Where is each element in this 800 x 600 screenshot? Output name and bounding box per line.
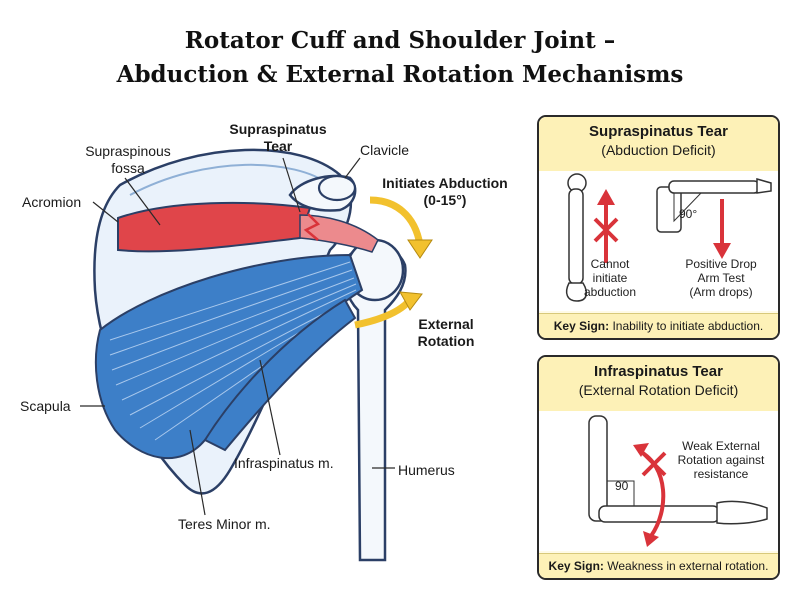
label-infraspinatus: Infraspinatus m. <box>234 455 334 471</box>
angle-mark <box>607 480 635 506</box>
label-clavicle: Clavicle <box>360 142 410 158</box>
upper-arm-bone <box>588 415 608 522</box>
rotation-arrowhead-top <box>633 443 649 457</box>
supraspinatus-tear-panel: Supraspinatus Tear (Abduction Deficit) 9… <box>537 115 780 340</box>
x-mark-b <box>641 451 667 477</box>
abduction-arrowhead <box>407 239 433 259</box>
infraspinatus-panel-body: 90 Weak External Rotation against resist… <box>539 411 778 551</box>
supraspinatus-panel-header: Supraspinatus Tear (Abduction Deficit) <box>539 117 778 171</box>
supraspinatus-panel-illustration <box>565 173 772 302</box>
label-initiates-abduction-line2: (0-15°) <box>423 192 467 208</box>
left-caption-line3: abduction <box>583 285 637 299</box>
supraspinatus-right-caption: Positive Drop Arm Test (Arm drops) <box>669 257 773 299</box>
supraspinatus-key-label: Key Sign: <box>553 319 610 333</box>
right-caption-line2: Arm Test <box>697 271 745 285</box>
rotation-arrowhead-bottom <box>643 531 659 547</box>
scapula-inner-outline <box>129 163 331 196</box>
label-scapula: Scapula <box>20 398 71 414</box>
infraspinatus-angle-label: 90 <box>615 479 629 493</box>
infraspinatus-key-label: Key Sign: <box>548 559 604 573</box>
right-arm-horizontal <box>668 180 760 194</box>
label-external-rotation-line1: External <box>418 316 474 332</box>
label-supraspinous-fossa: Supraspinous fossa <box>80 143 176 177</box>
clavicle-end <box>317 174 357 202</box>
infraspinatus-caption: Weak External Rotation against resistanc… <box>671 439 771 481</box>
label-supraspinatus-tear-line1: Supraspinatus <box>229 121 327 137</box>
external-rotation-arrowhead <box>399 291 423 311</box>
infraspinatus-panel-title: Infraspinatus Tear <box>594 363 723 380</box>
left-hand <box>565 282 588 302</box>
left-caption-line1: Cannot <box>590 257 630 271</box>
right-angle-mark <box>673 192 702 223</box>
infraspinatus-key-text: Weakness in external rotation. <box>607 559 769 573</box>
label-humerus: Humerus <box>398 462 455 478</box>
abduction-arrow <box>369 196 424 246</box>
supraspinatus-panel-subtitle: (Abduction Deficit) <box>601 142 716 158</box>
up-arrow-head <box>597 189 615 205</box>
infraspinatus-fibers <box>109 261 357 441</box>
infraspinatus-panel-subtitle: (External Rotation Deficit) <box>578 382 739 398</box>
supraspinatus-left-caption: Cannot initiate abduction <box>569 257 651 299</box>
label-supraspinatus-tear-line2: Tear <box>263 138 293 154</box>
infraspinatus-tear-panel: Infraspinatus Tear (External Rotation De… <box>537 355 780 580</box>
leader-lines <box>80 157 395 516</box>
infraspinatus-caption-line1: Weak External <box>682 439 760 453</box>
label-initiates-abduction-line1: Initiates Abduction <box>382 175 508 191</box>
teres-minor-muscle <box>203 298 357 452</box>
title-line-1: Rotator Cuff and Shoulder Joint – <box>184 27 616 54</box>
supraspinatus-key-sign: Key Sign: Inability to initiate abductio… <box>539 313 778 338</box>
label-supraspinatus-tear: Supraspinatus Tear <box>220 121 336 155</box>
infraspinatus-panel-header: Infraspinatus Tear (External Rotation De… <box>539 357 778 411</box>
infraspinatus-panel-illustration <box>588 415 768 547</box>
supraspinatus-panel-title: Supraspinatus Tear <box>589 123 728 140</box>
label-supraspinous-fossa-line1: Supraspinous <box>85 143 171 159</box>
label-teres-minor: Teres Minor m. <box>178 516 271 532</box>
supraspinatus-key-text: Inability to initiate abduction. <box>612 319 764 333</box>
x-mark-b <box>593 217 619 243</box>
supraspinatus-panel-body: 90° Cannot initiate abduction Positive D… <box>539 171 778 311</box>
label-initiates-abduction: Initiates Abduction (0-15°) <box>370 175 520 209</box>
right-hand <box>756 178 772 194</box>
hand <box>716 500 768 525</box>
label-acromion: Acromion <box>22 194 82 210</box>
tear-mark <box>303 213 321 241</box>
infraspinatus-caption-line3: resistance <box>693 467 749 481</box>
infraspinatus-key-sign: Key Sign: Weakness in external rotation. <box>539 553 778 578</box>
supraspinatus-angle-label: 90° <box>679 207 698 221</box>
diagram-title: Rotator Cuff and Shoulder Joint – Abduct… <box>0 24 800 92</box>
right-caption-line1: Positive Drop <box>685 257 757 271</box>
label-supraspinous-fossa-line2: fossa <box>111 160 145 176</box>
right-caption-line3: (Arm drops) <box>689 285 753 299</box>
label-external-rotation-line2: Rotation <box>417 333 475 349</box>
label-external-rotation: External Rotation <box>406 316 486 350</box>
left-caption-line2: initiate <box>592 271 628 285</box>
infraspinatus-caption-line2: Rotation against <box>677 453 765 467</box>
down-arrow-head <box>713 243 731 259</box>
title-line-2: Abduction & External Rotation Mechanisms <box>116 61 684 88</box>
